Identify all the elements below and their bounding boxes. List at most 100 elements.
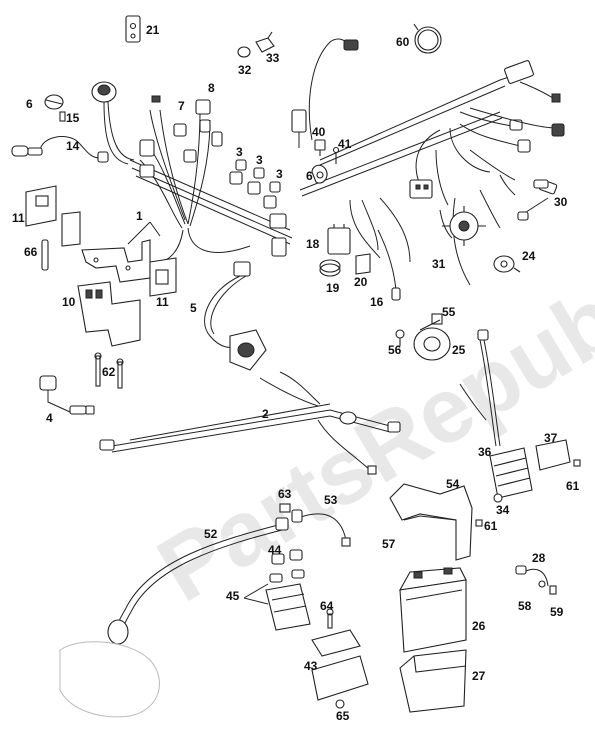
part-label-54: 54 — [446, 477, 460, 491]
part-62-bolts — [94, 352, 124, 389]
leader-line — [149, 221, 161, 237]
part-20-bracket — [355, 253, 371, 275]
part-label-63: 63 — [278, 487, 292, 501]
part-label-57: 57 — [382, 537, 396, 551]
part-label-59: 59 — [550, 605, 564, 619]
part-11-plate-lower — [149, 257, 177, 297]
part-16-sensor — [377, 229, 401, 301]
part-label-11: 11 — [12, 211, 25, 225]
harness-center-diagonal — [299, 111, 558, 286]
part-label-60: 60 — [396, 35, 410, 49]
part-63-nut — [279, 503, 291, 513]
part-4-cable — [39, 375, 95, 415]
part-60-cable-tie — [413, 23, 442, 54]
part-21-clip — [125, 15, 141, 43]
part-56-screw — [395, 329, 405, 346]
part-53-cable — [291, 509, 351, 547]
part-25-horn — [413, 319, 451, 361]
part-label-15: 15 — [66, 111, 80, 125]
part-27-battery-box — [399, 649, 467, 713]
part-label-18: 18 — [306, 237, 320, 251]
part-label-61: 61 — [566, 479, 580, 493]
part-34-nut — [493, 493, 503, 503]
part-label-58: 58 — [518, 599, 532, 613]
part-label-16: 16 — [370, 295, 384, 309]
part-label-41: 41 — [338, 137, 352, 151]
part-label-24: 24 — [522, 249, 536, 263]
part-label-10: 10 — [62, 295, 76, 309]
part-label-34: 34 — [496, 503, 510, 517]
part-label-21: 21 — [146, 23, 160, 37]
part-40-41-6-fasteners — [311, 139, 340, 184]
part-label-30: 30 — [554, 195, 568, 209]
watermark-text: PartsRepublik — [141, 215, 595, 621]
part-5-ignition-switch — [204, 261, 267, 371]
starter-motor-outline — [59, 641, 160, 718]
part-57-strap — [403, 515, 457, 521]
part-label-36: 36 — [478, 445, 492, 459]
part-52-battery-cable — [107, 517, 289, 645]
part-label-2: 2 — [262, 407, 269, 421]
part-label-62: 62 — [102, 365, 116, 379]
part-label-3: 3 — [256, 153, 263, 167]
part-61-screw-upper — [573, 459, 581, 467]
part-14-sensor-cable — [11, 136, 109, 163]
part-36-regulator — [489, 447, 533, 499]
part-label-40: 40 — [312, 125, 326, 139]
part-66-pin — [41, 239, 49, 271]
part-label-37: 37 — [544, 431, 558, 445]
part-label-64: 64 — [320, 599, 334, 613]
part-45-starter-relay — [265, 569, 311, 631]
part-1-main-harness — [129, 95, 293, 263]
part-label-43: 43 — [304, 659, 318, 673]
part-label-27: 27 — [472, 669, 486, 683]
regulator-cable — [477, 329, 501, 447]
leader-line — [243, 597, 269, 605]
part-1-bracket — [81, 239, 151, 283]
part-label-8: 8 — [208, 81, 215, 95]
part-43-battery-strap — [311, 629, 369, 701]
part-58-terminal — [538, 580, 546, 588]
part-label-11: 11 — [156, 295, 169, 309]
part-label-31: 31 — [432, 257, 446, 271]
part-label-3: 3 — [236, 145, 243, 159]
part-label-6: 6 — [26, 97, 33, 111]
part-label-6: 6 — [306, 169, 313, 183]
part-label-53: 53 — [324, 493, 338, 507]
part-2-harness — [99, 371, 487, 475]
part-label-44: 44 — [268, 543, 282, 557]
part-label-19: 19 — [326, 281, 340, 295]
part-61-screw-lower — [475, 519, 483, 527]
part-18-relay — [327, 224, 351, 255]
part-label-52: 52 — [204, 527, 218, 541]
part-label-33: 33 — [266, 51, 280, 65]
part-label-61: 61 — [484, 519, 498, 533]
part-11-plate-upper — [25, 185, 81, 247]
part-28-cable — [515, 565, 549, 587]
part-44-caps — [271, 549, 303, 565]
part-65-nut — [335, 699, 345, 709]
part-label-5: 5 — [190, 301, 197, 315]
part-label-1: 1 — [136, 209, 143, 223]
part-54-battery-holder — [389, 483, 473, 561]
part-label-55: 55 — [442, 305, 456, 319]
part-label-7: 7 — [178, 99, 185, 113]
part-label-66: 66 — [24, 245, 38, 259]
part-label-32: 32 — [238, 63, 252, 77]
ignition-coil-cable — [91, 81, 135, 165]
part-label-14: 14 — [66, 139, 80, 153]
part-24-sensor — [493, 255, 521, 273]
leader-line — [127, 221, 151, 245]
part-label-3: 3 — [276, 167, 283, 181]
part-19-grommet — [319, 259, 341, 277]
part-label-25: 25 — [452, 343, 466, 357]
part-label-56: 56 — [388, 343, 402, 357]
part-32-33-switch — [237, 31, 275, 58]
part-label-65: 65 — [336, 709, 350, 723]
part-55-nut — [431, 313, 443, 325]
leader-line — [243, 583, 269, 599]
part-3-grommets — [235, 159, 281, 193]
part-26-battery — [398, 567, 467, 653]
part-label-4: 4 — [46, 411, 53, 425]
part-label-28: 28 — [532, 551, 546, 565]
